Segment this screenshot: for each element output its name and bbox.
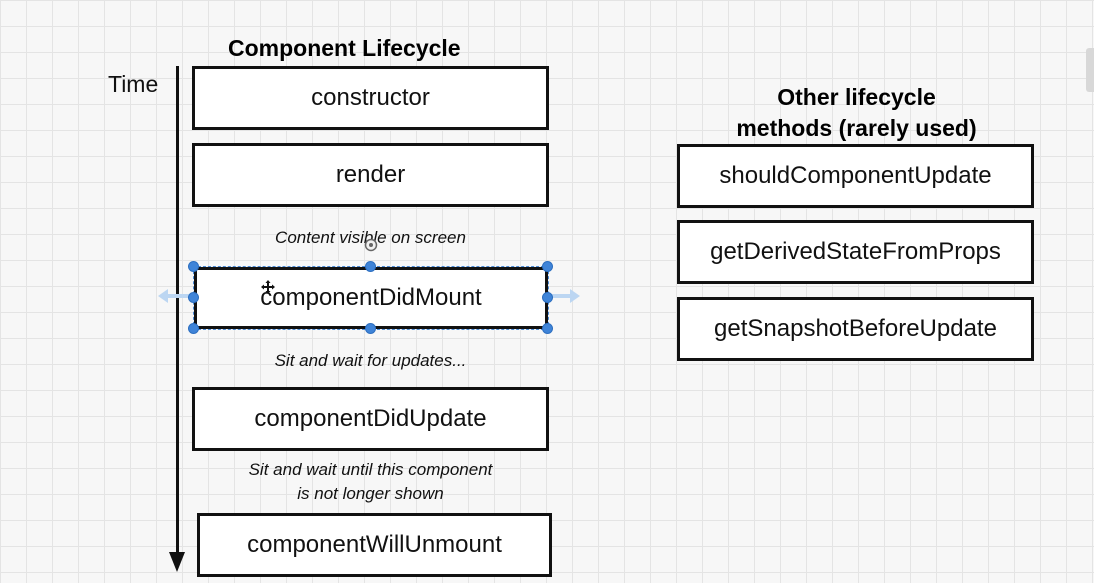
selection-handle-bottom-right[interactable] [543,324,552,333]
selection-handle-bottom-left[interactable] [189,324,198,333]
selection-handle-top-left[interactable] [189,262,198,271]
move-cursor-icon [261,280,275,294]
note-wait-until-unmount-line2: is not longer shown [297,484,444,503]
resize-hint-left-arrow [158,289,168,303]
note-content-visible: Content visible on screen [275,228,466,247]
selection-handle-bottom-middle[interactable] [366,324,375,333]
selection-handle-top-middle[interactable] [366,262,375,271]
other-method-box-getDerivedStateFromProps[interactable]: getDerivedStateFromProps [677,220,1034,284]
side-title-line1: Other lifecycle [777,84,936,110]
lifecycle-box-componentDidMount[interactable]: componentDidMount [193,266,549,330]
side-title-line2: methods (rarely used) [736,115,977,141]
selection-handle-middle-left[interactable] [189,293,198,302]
resize-hint-right-bar [550,294,570,298]
note-wait-for-updates: Sit and wait for updates... [274,351,467,370]
time-axis-line [176,66,179,554]
main-title: Component Lifecycle [228,35,461,61]
lifecycle-box-constructor[interactable]: constructor [192,66,549,130]
lifecycle-box-componentDidUpdate[interactable]: componentDidUpdate [192,387,549,451]
selection-handle-top-right[interactable] [543,262,552,271]
lifecycle-box-componentWillUnmount[interactable]: componentWillUnmount [197,513,552,577]
selection-handle-middle-right[interactable] [543,293,552,302]
time-axis-arrowhead [169,552,185,572]
time-axis-label: Time [108,71,159,97]
other-method-box-shouldComponentUpdate[interactable]: shouldComponentUpdate [677,144,1034,208]
lifecycle-box-render[interactable]: render [192,143,549,207]
side-panel-tab[interactable] [1086,48,1094,92]
note-wait-until-unmount-line1: Sit and wait until this component [248,460,493,479]
rotate-handle-icon[interactable] [364,238,378,252]
other-method-box-getSnapshotBeforeUpdate[interactable]: getSnapshotBeforeUpdate [677,297,1034,361]
resize-hint-left-bar [168,294,190,298]
resize-hint-right-arrow [570,289,580,303]
